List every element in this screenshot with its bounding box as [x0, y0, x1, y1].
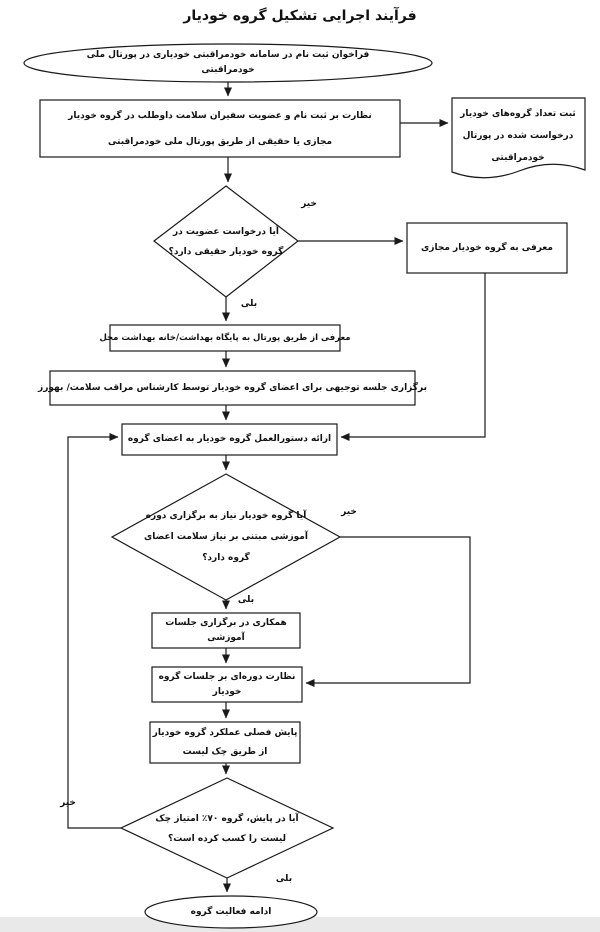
edge-virtual-to-guideline [340, 273, 486, 441]
quarterly-monitoring-label: پایش فصلی عملکرد گروه خودیار از طریق چک … [152, 728, 298, 757]
decision3-label: آیا در پایش، گروه ۷۰٪ امتیاز چک لیست را … [155, 813, 299, 844]
decision2-yes-label: بلی [237, 595, 255, 605]
briefing-session-label: برگزاری جلسه توجیهی برای اعضای گروه خودی… [38, 382, 427, 393]
provide-guideline-shape [121, 423, 338, 456]
decision1-no-label: خیر [301, 199, 317, 209]
intro-virtual-label: معرفی به گروه خودیار مجازی [421, 242, 553, 253]
edge-decision3-no-feedback [67, 433, 121, 829]
training-cooperation-shape [151, 612, 301, 649]
training-cooperation-label: همکاری در برگزاری جلسات آموزشی [165, 617, 287, 643]
decision1-yes-label: بلی [240, 299, 258, 309]
intro-virtual-shape [406, 222, 568, 274]
supervise-registration-label: نظارت بر ثبت نام و عضویت سفیران سلامت دا… [68, 110, 372, 147]
decision1-label: آیا درخواست عضویت در گروه خودیار حقیقی د… [168, 227, 284, 257]
intro-portal-label: معرفی از طریق پورتال به پایگاه بهداشت/خا… [99, 332, 351, 343]
quarterly-monitoring-shape [149, 721, 301, 764]
decision3-shape [119, 777, 335, 879]
record-groups-label: ثبت تعداد گروه‌های خودیار درخواست شده در… [460, 109, 576, 163]
edge-decision2-no-to-supervision [305, 536, 471, 687]
supervise-registration-shape [39, 99, 401, 158]
footer-strip [0, 917, 600, 932]
page-title: فرآیند اجرایی تشکیل گروه خودیار [183, 8, 417, 24]
decision2-no-label: خیر [341, 507, 357, 517]
decision1-shape [153, 185, 299, 298]
decision2-label: آیا گروه خودیار نیاز به برگزاری دوره آمو… [144, 510, 308, 563]
end-terminator-label: ادامه فعالیت گروه [190, 906, 272, 917]
start-terminator-shape [23, 43, 433, 83]
end-terminator-shape [144, 895, 318, 929]
periodic-supervision-shape [151, 666, 303, 703]
start-terminator-label: فراخوان ثبت نام در سامانه خودمراقبتی خود… [86, 50, 370, 75]
provide-guideline-label: ارائه دستورالعمل گروه خودیار به اعضای گر… [127, 434, 332, 444]
decision3-yes-label: بلی [275, 874, 293, 884]
periodic-supervision-label: نظارت دوره‌ای بر جلسات گروه خودیار [158, 671, 296, 697]
record-groups-document-shape [451, 97, 586, 179]
decision3-no-label: خیر [60, 798, 76, 808]
intro-portal-shape [109, 324, 341, 352]
briefing-session-shape [49, 370, 416, 406]
decision2-shape [110, 473, 342, 601]
